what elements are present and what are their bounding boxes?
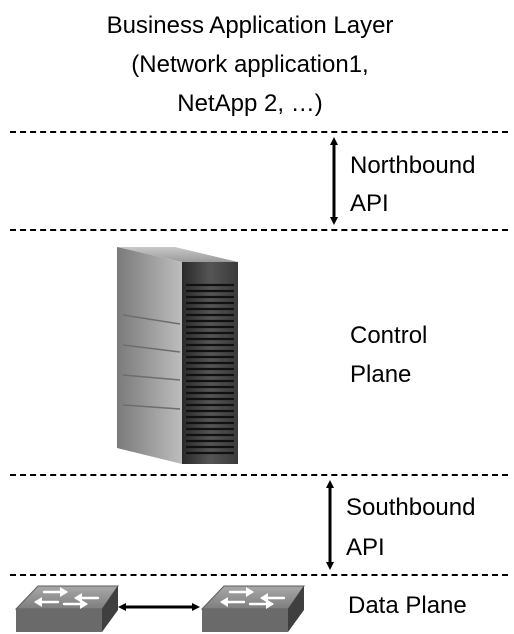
control-plane-label-line2: Plane <box>350 361 412 388</box>
separator-southbound-data <box>10 574 508 576</box>
business-layer-title-line1: Business Application Layer <box>106 12 394 39</box>
data-plane-label: Data Plane <box>348 592 467 619</box>
business-layer-title-line2: (Network application1, <box>131 51 369 78</box>
southbound-label-line1: Southbound <box>346 494 476 521</box>
separator-business-northbound <box>10 131 508 133</box>
network-switch-left-icon <box>14 585 119 632</box>
separator-control-southbound <box>10 474 508 476</box>
server-tower-icon <box>117 247 238 464</box>
separator-northbound-control <box>10 229 508 231</box>
northbound-label-line2: API <box>350 190 389 217</box>
network-switch-right-icon <box>200 585 305 632</box>
southbound-label-line2: API <box>346 534 385 561</box>
control-plane-label-line1: Control <box>350 322 428 349</box>
business-layer-title-line3: NetApp 2, …) <box>177 90 323 117</box>
northbound-label-line1: Northbound <box>350 152 476 179</box>
